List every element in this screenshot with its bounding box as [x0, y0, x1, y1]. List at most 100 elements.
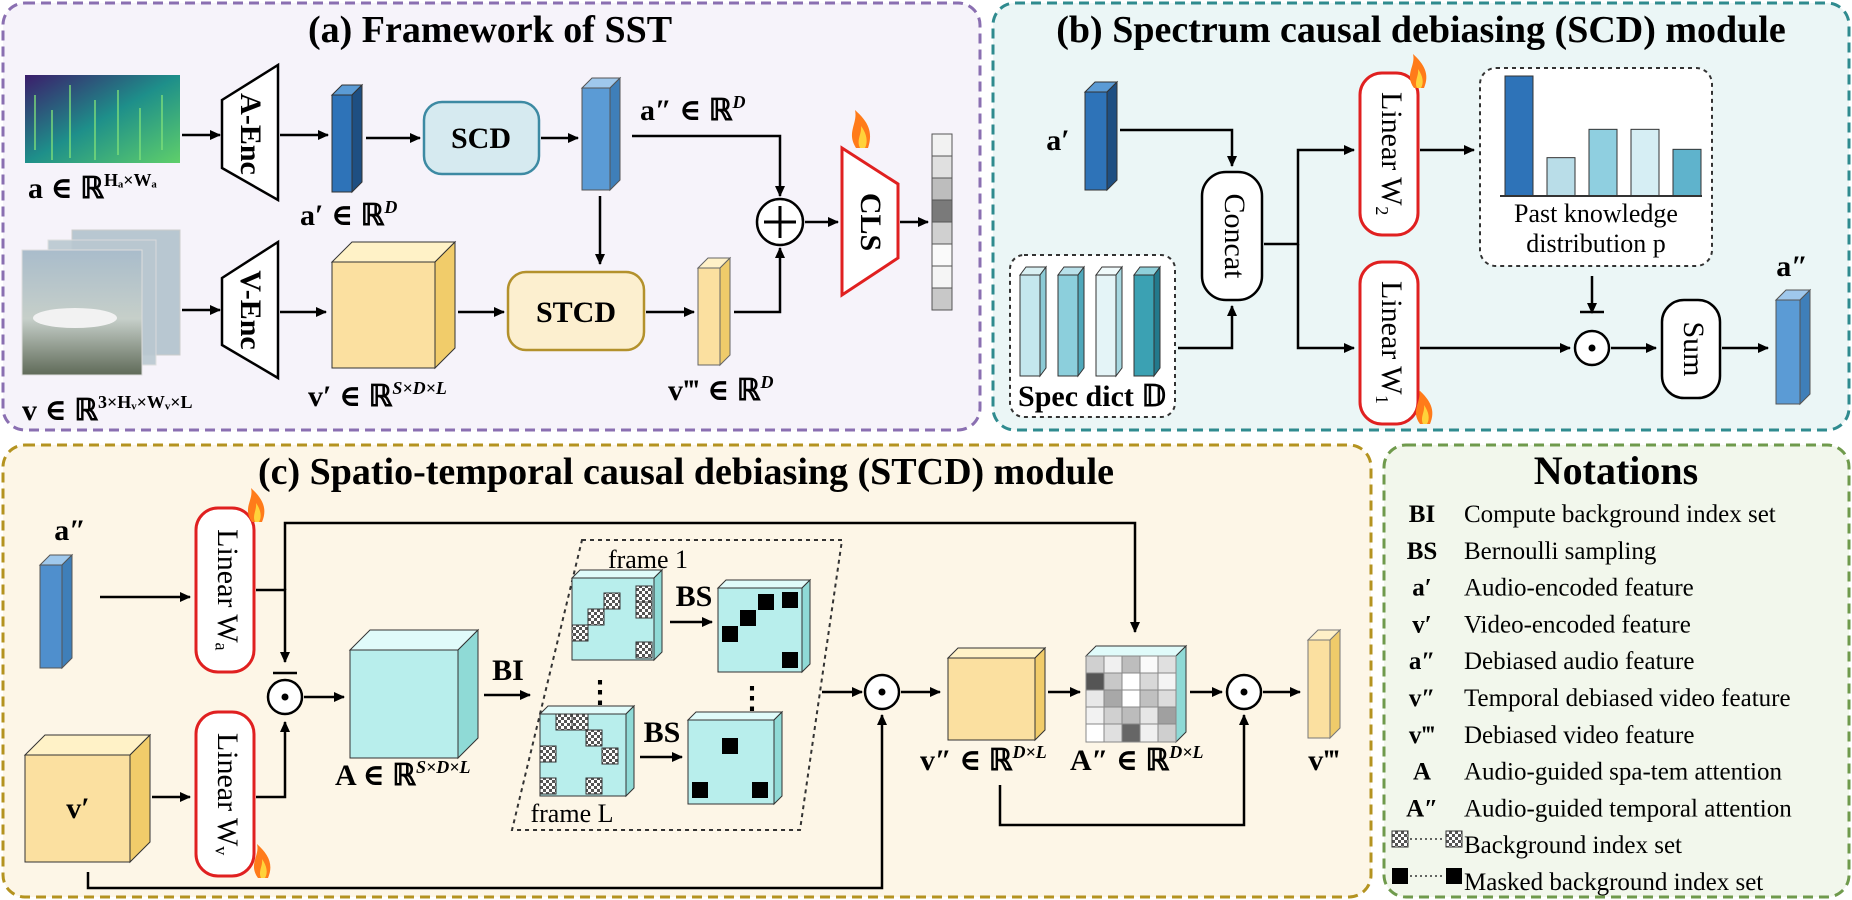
stcd-box	[506, 270, 646, 352]
linear-wa-label: Linear Wₐ	[211, 529, 244, 651]
c-v-prime-feature	[23, 733, 152, 864]
a-att-label: A ∈ ℝS×D×L	[335, 757, 471, 792]
a-dd-label: A″ ∈ ℝD×L	[1070, 742, 1203, 777]
linear-wa-box	[194, 506, 256, 674]
past-knowledge-bar	[1588, 128, 1618, 197]
bs-label-1: BS	[676, 580, 713, 613]
classifier-label: CLS	[854, 193, 887, 251]
fire-icon	[1415, 390, 1433, 424]
scd-box	[422, 100, 541, 176]
video-encoder-label: V-Enc	[234, 270, 267, 349]
notation-description: Masked background index set	[1464, 869, 1763, 896]
frameL-masked-grid	[686, 710, 784, 806]
notation-symbol: BI	[1409, 501, 1435, 528]
notation-description: Compute background index set	[1464, 501, 1776, 528]
past-knowledge-bar	[1672, 148, 1702, 197]
concat-label: Concat	[1218, 194, 1251, 280]
bs-label-2: BS	[644, 716, 681, 749]
notation-description: Bernoulli sampling	[1464, 538, 1657, 565]
notation-symbol: a″	[1409, 648, 1435, 675]
concat-box	[1200, 170, 1264, 302]
notations-frame	[1382, 443, 1851, 899]
panel-b: (b) Spectrum causal debiasing (SCD) modu…	[991, 1, 1851, 432]
b-a-dprime-label: a″	[1776, 250, 1808, 283]
a-prime-feature	[330, 83, 364, 194]
arrow-vtprime-to-plus	[734, 247, 785, 314]
v-tprime-label: v‴ ∈ ℝD	[668, 372, 774, 407]
past-knowledge-label-1: Past knowledge	[1514, 199, 1678, 228]
frame1-background-grid	[570, 568, 664, 662]
notation-symbol: A	[1413, 759, 1431, 786]
linear-w1-box	[1358, 260, 1420, 426]
audio-encoder-label: A-Enc	[234, 93, 267, 175]
linear-w2-label: Linear W₂	[1375, 92, 1408, 216]
b-a-dprime-feature	[1774, 288, 1812, 406]
past-knowledge-bar	[1630, 128, 1660, 197]
arrow-specdict-to-concat	[1178, 305, 1237, 350]
panel-a: (a) Framework of SST a ∈ ℝHₐ×Wₐ v ∈ ℝ3×H…	[1, 1, 982, 432]
a-dprime-attention-matrix	[1084, 644, 1188, 744]
spec-dict-vectors	[1019, 265, 1161, 378]
arrow-wa-to-att-matrix	[283, 521, 1140, 633]
panel-a-title: (a) Framework of SST	[308, 9, 672, 51]
arrow-vdprime-to-odot3	[998, 714, 1249, 827]
v-prime-label: v′ ∈ ℝS×D×L	[308, 378, 447, 413]
fire-icon	[247, 488, 265, 522]
c-v-tprime-label: v‴	[1308, 744, 1340, 777]
c-odot3-dot	[1240, 688, 1248, 696]
linear-w2-box	[1358, 71, 1420, 237]
notation-description: Background index set	[1464, 832, 1682, 859]
panel-c-title: (c) Spatio-temporal causal debiasing (ST…	[258, 451, 1114, 493]
arrow-concat-to-w1	[1296, 244, 1355, 353]
notations-title: Notations	[1534, 448, 1698, 493]
c-a-dprime-feature	[38, 553, 74, 670]
notation-symbol: a′	[1412, 575, 1432, 602]
audio-input-label: a ∈ ℝHₐ×Wₐ	[28, 170, 157, 205]
v-dprime-label: v″ ∈ ℝD×L	[920, 742, 1047, 777]
c-odot2-dot	[878, 688, 886, 696]
spec-dict-label: Spec dict 𝔻	[1018, 380, 1166, 413]
notation-description: Temporal debiased video feature	[1464, 685, 1791, 712]
linear-wv-label: Linear Wᵥ	[211, 733, 244, 856]
audio-encoder	[220, 62, 280, 203]
panel-c: (c) Spatio-temporal causal debiasing (ST…	[1, 443, 1373, 899]
v-prime-feature	[330, 240, 457, 370]
c-a-dprime-label: a″	[54, 514, 86, 547]
arrow-concat-to-w2	[1264, 145, 1355, 246]
notation-description: Audio-encoded feature	[1464, 575, 1694, 602]
spectrogram-image	[25, 75, 180, 163]
frameL-label: frame L	[530, 799, 613, 828]
classifier	[840, 145, 900, 298]
notation-symbol: v′	[1412, 611, 1432, 638]
b-a-prime-feature	[1083, 80, 1119, 192]
b-odot-dot	[1588, 344, 1596, 352]
notation-symbol: BS	[1407, 538, 1438, 565]
video-encoder	[220, 239, 280, 381]
c-v-tprime-feature	[1306, 628, 1342, 740]
v-tprime-feature	[696, 256, 732, 367]
frame1-label: frame 1	[608, 545, 688, 574]
c-odot1-dot	[281, 693, 289, 701]
panel-b-title: (b) Spectrum causal debiasing (SCD) modu…	[1056, 9, 1785, 51]
notation-symbol: v″	[1409, 685, 1435, 712]
b-sum-label: Sum	[1677, 321, 1710, 376]
arrow-vprime-to-odot2	[86, 714, 887, 890]
notation-description: Audio-guided temporal attention	[1464, 795, 1792, 822]
fire-icon	[851, 110, 871, 148]
frameL-background-grid	[538, 704, 636, 798]
frame1-masked-grid	[716, 578, 812, 674]
frames-ellipsis-left: ⋮	[585, 676, 615, 709]
notation-description: Debiased video feature	[1464, 722, 1694, 749]
notation-symbol: v‴	[1409, 722, 1435, 749]
b-a-prime-label: a′	[1046, 124, 1069, 157]
spectrogram-texture	[34, 85, 163, 160]
b-sum-box	[1660, 298, 1722, 400]
scd-output-feature	[580, 76, 622, 192]
arrow-adprime-to-plus	[632, 134, 785, 197]
a-dprime-label: a″ ∈ ℝD	[640, 92, 746, 127]
c-v-prime-label: v′	[66, 792, 89, 825]
video-input-label: v ∈ ℝ3×Hᵥ×Wᵥ×L	[22, 392, 193, 427]
notation-symbol: A″	[1406, 795, 1438, 822]
